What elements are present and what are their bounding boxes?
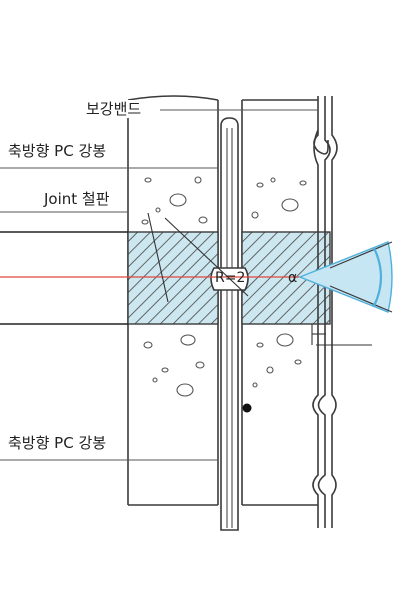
label-pc-bar-bottom: 축방향 PC 강봉 bbox=[8, 434, 107, 452]
aggregate-texture bbox=[141, 176, 307, 397]
wedge-cone bbox=[298, 241, 393, 313]
guide-lines bbox=[0, 231, 128, 325]
joint-plates bbox=[127, 231, 331, 325]
anchor-dot bbox=[242, 403, 252, 413]
label-pc-bar-top: 축방향 PC 강봉 bbox=[8, 142, 107, 160]
label-radius: R=2 bbox=[215, 270, 246, 286]
reinforcing-band bbox=[312, 96, 338, 528]
plate-leaders bbox=[147, 212, 249, 303]
pc-bar bbox=[210, 117, 249, 531]
label-joint-plate: Joint 철판 bbox=[44, 190, 110, 208]
label-leaders bbox=[0, 109, 318, 461]
label-band: 보강밴드 bbox=[86, 100, 142, 118]
label-alpha: α bbox=[288, 270, 298, 286]
dimension-marker bbox=[311, 324, 372, 346]
